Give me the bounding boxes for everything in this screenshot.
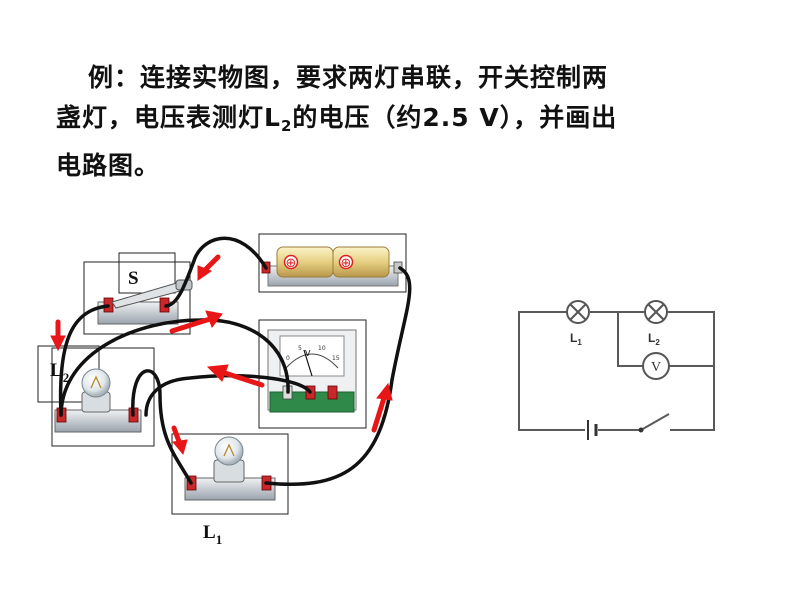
schematic-loop-top-left <box>518 311 585 431</box>
schematic-voltmeter-symbol: V <box>651 360 661 375</box>
battery-plus-1: ⊕ <box>286 256 297 271</box>
battery-cell-2 <box>332 246 390 278</box>
arrow-to-switch <box>197 254 221 281</box>
arrow-left-mid <box>206 364 265 388</box>
lamp-l2-filament <box>90 375 102 389</box>
schematic-lamp-l2: L2 <box>644 300 668 347</box>
voltmeter-scale-15: 15 <box>332 355 340 362</box>
battery-plus-circle-1 <box>283 254 299 270</box>
wire-l1-to-battery <box>264 266 412 487</box>
schematic-top-right <box>667 311 715 431</box>
switch-frame <box>83 261 191 335</box>
voltmeter-unit: V <box>305 349 311 358</box>
arrow-up-right <box>169 310 223 334</box>
lamp-l2-bulb <box>81 368 111 398</box>
wire-l2-to-voltmeter-3 <box>144 373 312 417</box>
voltmeter: 0 5 10 15 V <box>258 319 367 429</box>
battery-plus-2: ⊕ <box>341 256 352 271</box>
switch-label: S <box>128 268 139 289</box>
arrow-down-to-l2 <box>50 319 66 352</box>
lamp-l1-label: L1 <box>203 522 222 547</box>
schematic-lamp-l1: L1 <box>566 300 590 347</box>
schematic-voltmeter-branch <box>617 312 643 367</box>
current-arrows <box>50 254 393 456</box>
wire-switch-to-l2 <box>58 304 110 417</box>
wires <box>58 236 412 487</box>
schematic-switch-blade <box>640 413 670 431</box>
voltmeter-scale-arc <box>285 353 339 369</box>
problem-line-3: 电路图。 <box>56 151 161 180</box>
problem-line-2: 盏灯，电压表测灯L2的电压（约2.5 V），并画出 <box>56 98 746 146</box>
arrow-down-to-l1 <box>171 425 188 456</box>
lamp-l1-bulb <box>214 436 244 466</box>
problem-text: 例：连接实物图，要求两灯串联，开关控制两 盏灯，电压表测灯L2的电压（约2.5 … <box>56 58 746 186</box>
voltmeter-needle <box>303 349 313 377</box>
lamp-l1: L1 <box>171 433 289 547</box>
lamp-l1-filament <box>223 443 235 457</box>
schematic-switch-pivot <box>638 427 644 433</box>
problem-line-1: 例：连接实物图，要求两灯串联，开关控制两 <box>88 63 609 92</box>
voltmeter-scale-10: 10 <box>318 345 326 352</box>
wire-l2-to-l1 <box>131 369 193 485</box>
battery-holder: ⊕ ⊕ <box>258 233 407 293</box>
physical-circuit: ⊕ ⊕ S L2 0 5 10 15 V <box>37 233 412 547</box>
schematic-lines <box>518 311 715 431</box>
battery-plus-circle-2 <box>338 254 354 270</box>
voltmeter-scale-5: 5 <box>298 345 302 352</box>
problem-line-2-sub: 2 <box>280 117 293 135</box>
voltmeter-scale-0: 0 <box>286 355 290 362</box>
arrow-up-right-wire <box>371 382 393 433</box>
schematic-lamp-l2-label: L2 <box>648 331 660 347</box>
voltmeter-dial <box>279 335 345 377</box>
wire-battery-to-switch <box>164 236 268 308</box>
schematic-voltmeter: V <box>642 352 670 380</box>
voltmeter-terminal-15 <box>327 385 338 400</box>
schematic-lamp-l1-label: L1 <box>570 331 582 347</box>
problem-line-2-post: 的电压（约2.5 V），并画出 <box>292 103 618 132</box>
problem-line-2-pre: 盏灯，电压表测灯L <box>56 103 281 132</box>
